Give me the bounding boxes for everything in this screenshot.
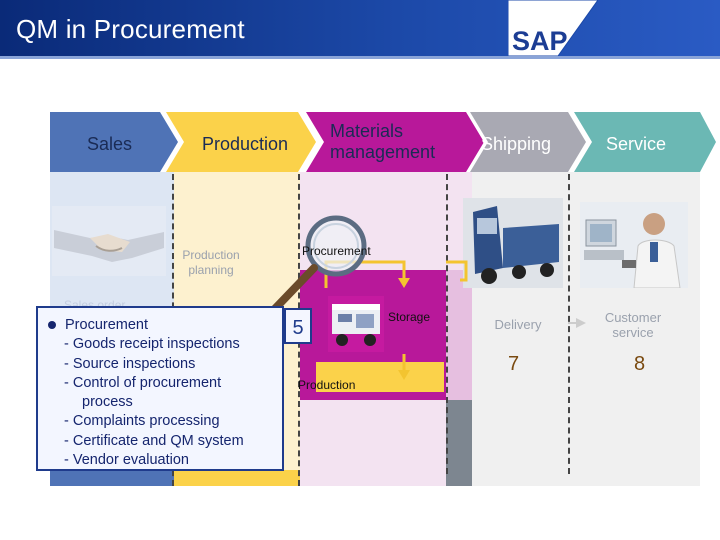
header-underline — [0, 56, 720, 59]
sap-logo-text: SAP — [512, 26, 568, 56]
tab-materials-line1: Materials — [330, 121, 404, 141]
customer-service-label: Customer service — [585, 310, 681, 340]
sap-logo: SAP — [508, 0, 598, 56]
handshake-image — [52, 206, 166, 276]
info-main-text: Procurement — [65, 317, 149, 333]
tab-service-shape — [574, 112, 716, 172]
step-7-number: 7 — [508, 353, 520, 375]
tab-materials-shape — [306, 112, 484, 172]
storage-label: Storage — [388, 310, 431, 324]
production-planning-line2: planning — [188, 263, 234, 277]
info-item: - Source inspections — [64, 355, 196, 372]
production-strip — [174, 470, 300, 486]
process-tabs — [50, 112, 716, 172]
info-item: - Certificate and QM system — [64, 432, 244, 449]
production-band — [316, 362, 444, 392]
step-8-number: 8 — [634, 353, 646, 375]
tab-materials-line2: management — [330, 142, 436, 162]
step-5-badge: 5 — [284, 308, 312, 344]
tab-service: Service — [606, 134, 667, 154]
info-item: - Goods receipt inspections — [64, 336, 240, 353]
office-image — [580, 202, 688, 288]
tab-shipping-shape — [470, 112, 586, 172]
info-item: process — [82, 394, 133, 411]
materials-highlight-fade — [446, 270, 472, 400]
tab-sales: Sales — [87, 134, 133, 154]
customer-service-line1: Customer — [604, 310, 662, 325]
procurement-info-box: Procurement - Goods receipt inspections … — [36, 306, 284, 471]
separator-shipping-service — [568, 174, 570, 474]
tab-production-shape — [166, 112, 316, 172]
header-bar — [0, 0, 720, 56]
gray-strip — [446, 400, 472, 486]
tab-production: Production — [202, 134, 289, 154]
truck-image — [463, 198, 563, 288]
tab-materials: Materials management — [330, 121, 435, 163]
procurement-label: Procurement — [302, 244, 371, 258]
info-item: - Complaints processing — [64, 413, 220, 430]
info-item: - Vendor evaluation — [64, 452, 189, 469]
info-main-item: Procurement — [46, 316, 274, 335]
tab-sales-shape — [50, 112, 178, 172]
bullet-icon — [48, 320, 56, 329]
production-planning-line1: Production — [182, 248, 240, 262]
info-item: - Control of procurement — [64, 374, 222, 391]
delivery-label: Delivery — [494, 317, 542, 332]
page-title: QM in Procurement — [16, 14, 245, 44]
tab-shipping: Shipping — [481, 134, 552, 154]
production-label: Production — [298, 378, 356, 392]
customer-service-line2: service — [612, 325, 654, 340]
lorry-image — [328, 296, 384, 352]
production-planning-label: Production planning — [176, 248, 246, 278]
separator-materials-shipping — [446, 174, 448, 474]
